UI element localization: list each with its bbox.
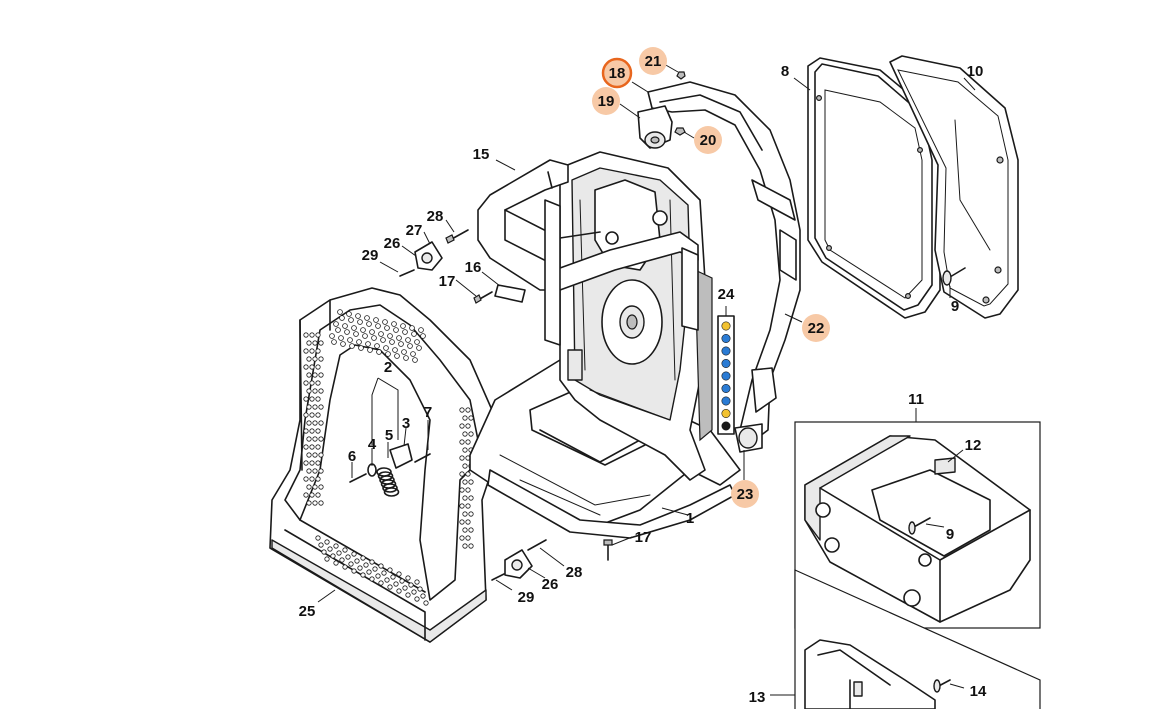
- leader-lines: [317, 63, 976, 696]
- bubble-21[interactable]: [639, 47, 667, 75]
- label-part-28-upper[interactable]: 28: [427, 208, 444, 225]
- warning-sticker-part-24: [717, 315, 735, 435]
- rivet-part-9-upper: [942, 267, 966, 286]
- inset-panel-part-13: [794, 569, 1041, 709]
- label-part-7[interactable]: 7: [424, 404, 432, 421]
- screw-part-20: [674, 127, 686, 136]
- label-part-28-lower[interactable]: 28: [566, 564, 583, 581]
- label-part-4[interactable]: 4: [368, 436, 377, 453]
- label-part-3[interactable]: 3: [402, 415, 410, 432]
- part-number-labels: 1 2 3 4 5 6 7 8 9 9 10 11 12 13 14 15 16…: [299, 53, 987, 706]
- bubble-22[interactable]: [802, 314, 830, 342]
- label-part-14[interactable]: 14: [970, 683, 987, 700]
- label-part-17-upper[interactable]: 17: [439, 273, 456, 290]
- label-part-23[interactable]: 23: [737, 486, 754, 503]
- handle-frame-part-15: [477, 159, 699, 346]
- hardware-group-left: [349, 229, 613, 581]
- label-part-9-inset[interactable]: 9: [946, 526, 954, 543]
- label-part-29-lower[interactable]: 29: [518, 589, 535, 606]
- bubble-19[interactable]: [592, 87, 620, 115]
- label-part-12[interactable]: 12: [965, 437, 982, 454]
- highlight-bubbles: [592, 47, 830, 508]
- label-part-18[interactable]: 18: [609, 65, 626, 82]
- label-part-20[interactable]: 20: [700, 132, 717, 149]
- back-pad-part-8: [807, 57, 941, 319]
- label-part-9-upper[interactable]: 9: [951, 298, 959, 315]
- carrier-frame-part-1: [469, 359, 741, 539]
- label-part-22[interactable]: 22: [808, 320, 825, 337]
- label-part-24[interactable]: 24: [718, 286, 735, 303]
- label-part-26-upper[interactable]: 26: [384, 235, 401, 252]
- label-part-10[interactable]: 10: [967, 63, 984, 80]
- label-part-6[interactable]: 6: [348, 448, 356, 465]
- bubble-23[interactable]: [731, 480, 759, 508]
- label-part-2[interactable]: 2: [384, 359, 392, 376]
- label-part-17-lower[interactable]: 17: [635, 529, 652, 546]
- label-part-26-lower[interactable]: 26: [542, 576, 559, 593]
- back-frame-part-25: [269, 287, 493, 643]
- label-part-11[interactable]: 11: [908, 391, 924, 408]
- label-part-25[interactable]: 25: [299, 603, 316, 620]
- strap-buckle-part-19: [637, 105, 673, 149]
- inset-panel-part-11: [794, 421, 1041, 629]
- label-part-16[interactable]: 16: [465, 259, 482, 276]
- screw-part-21: [676, 71, 686, 80]
- label-part-13[interactable]: 13: [749, 689, 766, 706]
- shoulder-strap-part-22: [647, 81, 801, 453]
- label-part-8[interactable]: 8: [781, 63, 789, 80]
- bubble-18-selected[interactable]: [601, 57, 633, 89]
- label-part-1[interactable]: 1: [686, 510, 694, 527]
- label-part-19[interactable]: 19: [598, 93, 615, 110]
- label-part-27[interactable]: 27: [406, 222, 423, 239]
- label-part-15[interactable]: 15: [473, 146, 490, 163]
- label-part-21[interactable]: 21: [645, 53, 662, 70]
- cover-part-10: [889, 55, 1019, 319]
- label-part-5[interactable]: 5: [385, 427, 393, 444]
- bubble-20[interactable]: [694, 126, 722, 154]
- label-part-29-upper[interactable]: 29: [362, 247, 379, 264]
